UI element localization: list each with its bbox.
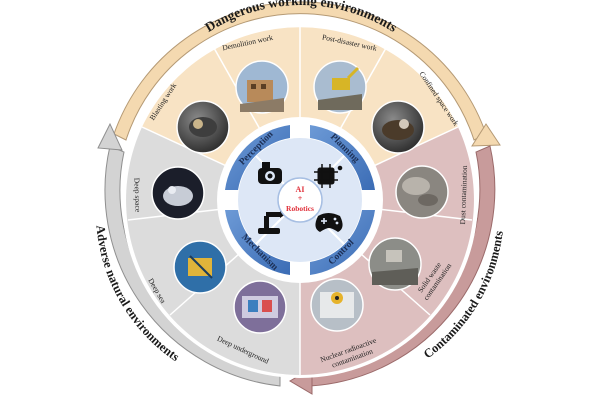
camera-icon bbox=[258, 162, 282, 184]
center-ai-label: AI bbox=[296, 185, 305, 194]
core-ring-arrows bbox=[225, 125, 375, 275]
center-robotics-label: Robotics bbox=[286, 204, 314, 213]
adverse-arrowhead bbox=[97, 122, 123, 151]
core-arrow-planning bbox=[310, 125, 375, 190]
dangerous-arrowhead bbox=[471, 123, 501, 147]
label-deep-space: Deep space bbox=[132, 178, 142, 213]
center-plus-label: + bbox=[298, 194, 303, 203]
photo-solid-waste bbox=[368, 237, 422, 291]
photo-dust bbox=[395, 165, 449, 219]
core-arrow-perception bbox=[225, 125, 290, 190]
photo-deep-underground bbox=[233, 280, 287, 334]
photo-post-disaster bbox=[313, 60, 367, 114]
photo-blasting bbox=[176, 100, 230, 154]
circuit-chip-icon bbox=[309, 164, 343, 188]
core-arrow-mechanism bbox=[225, 210, 290, 275]
label-dust: Dust contamination bbox=[458, 165, 469, 224]
photo-confined-space bbox=[371, 100, 425, 154]
photo-deep-sea bbox=[173, 240, 227, 294]
photo-demolition bbox=[235, 60, 289, 114]
photo-radioactive bbox=[310, 278, 364, 332]
photo-deep-space bbox=[151, 166, 205, 220]
gamepad-icon bbox=[315, 213, 343, 232]
core-arrow-control bbox=[310, 210, 375, 275]
center-disk bbox=[277, 177, 323, 223]
